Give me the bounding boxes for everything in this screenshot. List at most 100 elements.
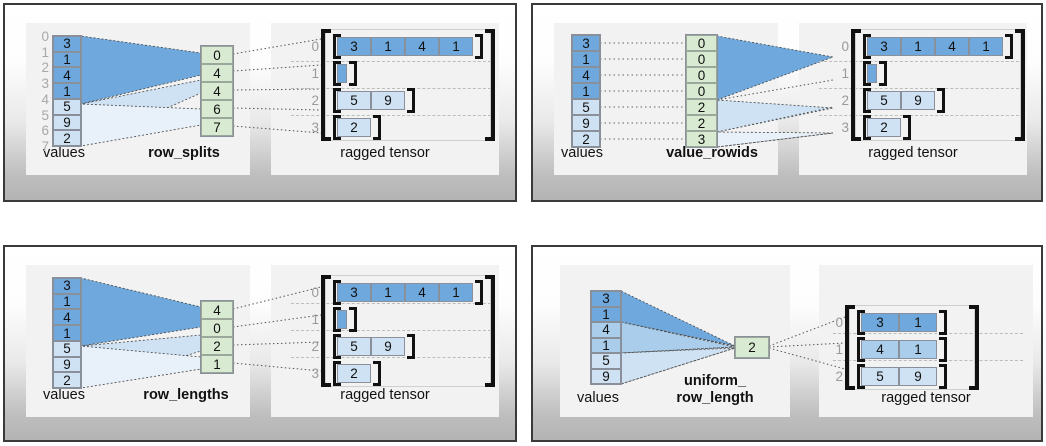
tensor-row-separator — [819, 61, 1019, 62]
partition-cell: 0 — [201, 46, 233, 64]
values-index-label: 0 — [41, 29, 49, 44]
tensor-row-index-label: 1 — [841, 66, 849, 81]
values-label: values — [577, 390, 619, 406]
tensor-cell: 4 — [861, 340, 899, 359]
row-close-bracket — [903, 115, 911, 140]
partition-cell: 2 — [686, 99, 717, 115]
tensor-row-separator — [291, 357, 491, 358]
tensor-cell: 2 — [337, 364, 371, 383]
tensor-close-bracket — [969, 305, 979, 390]
row-close-bracket — [475, 34, 483, 59]
values-index-label: 7 — [41, 139, 49, 154]
value-cell: 5 — [572, 99, 600, 115]
tensor-row-separator — [833, 360, 1023, 361]
partition-cell: 4 — [201, 64, 233, 82]
value-cell: 3 — [53, 36, 81, 52]
tensor-row-index-label: 1 — [311, 66, 319, 81]
value-cell: 4 — [572, 67, 600, 83]
tensor-cell: 4 — [405, 37, 439, 56]
value-cell: 2 — [53, 130, 81, 146]
row-close-bracket — [407, 88, 415, 113]
row-open-bracket — [857, 364, 865, 389]
panel-value-rowids: values value_rowids ragged tensor — [531, 3, 1043, 202]
value-cell: 5 — [591, 353, 621, 369]
partition-column-frame — [200, 300, 234, 374]
partition-label: row_splits — [148, 145, 220, 161]
partition-cell: 0 — [686, 35, 717, 51]
value-cell: 1 — [53, 83, 81, 99]
tensor-cell: 3 — [861, 313, 899, 332]
values-index-label: 3 — [41, 76, 49, 92]
tensor-row-separator — [291, 115, 491, 116]
partition-cell: 1 — [201, 355, 233, 373]
ragged-tensor-label: ragged tensor — [868, 145, 958, 161]
tensor-cell: 1 — [439, 37, 473, 56]
tensor-frame — [855, 29, 1021, 141]
row-close-bracket — [939, 364, 947, 389]
value-cell: 3 — [572, 35, 600, 51]
row-close-bracket — [939, 310, 947, 335]
value-cell: 2 — [572, 131, 600, 147]
tensor-row-separator — [833, 333, 1023, 334]
row-close-bracket — [349, 307, 357, 332]
tensor-cell: 4 — [935, 37, 969, 56]
row-open-bracket — [333, 307, 341, 332]
tensor-close-bracket — [485, 29, 495, 141]
tensor-cell: 3 — [337, 37, 371, 56]
tensor-row-separator — [291, 303, 491, 304]
row-open-bracket — [333, 34, 341, 59]
tensor-row-index-label: 0 — [311, 285, 319, 300]
connector-overlay — [620, 290, 846, 385]
partition-column-frame — [685, 34, 718, 148]
tensor-cell: 2 — [337, 118, 371, 137]
tensor-close-bracket — [485, 275, 495, 387]
value-cell: 2 — [53, 372, 81, 388]
value-cell: 5 — [53, 98, 81, 115]
tensor-row-separator — [291, 330, 491, 331]
value-cell: 1 — [53, 325, 81, 341]
tensor-empty-cell — [337, 310, 347, 329]
tensor-empty-cell — [867, 64, 877, 83]
partition-cell: 0 — [201, 319, 233, 337]
values-column-frame — [52, 35, 82, 147]
partition-cell: 0 — [686, 83, 717, 99]
tensor-close-bracket — [1015, 29, 1025, 141]
tensor-row-separator — [819, 88, 1019, 89]
value-cell: 9 — [53, 356, 81, 373]
values-index-label: 4 — [41, 91, 49, 107]
tensor-cell: 1 — [371, 37, 405, 56]
row-open-bracket — [857, 337, 865, 362]
tensor-cell: 5 — [337, 91, 371, 110]
partition-label-line2: row_length — [676, 390, 754, 406]
partition-label-line1: uniform_ — [683, 373, 747, 389]
tensor-row-index-label: 3 — [311, 120, 319, 135]
tensor-cell: 1 — [439, 283, 473, 302]
tensor-cell: 3 — [867, 37, 901, 56]
tensor-cell: 9 — [901, 91, 935, 110]
value-cell: 1 — [53, 293, 81, 310]
value-cell: 4 — [591, 322, 621, 338]
row-close-bracket — [475, 280, 483, 305]
tensor-cell: 5 — [861, 367, 899, 386]
row-open-bracket — [333, 280, 341, 305]
tensor-open-bracket — [851, 29, 861, 141]
tensor-open-bracket — [321, 275, 331, 387]
row-close-bracket — [937, 88, 945, 113]
tensor-row-index-label: 2 — [311, 93, 319, 108]
tensor-open-bracket — [845, 305, 855, 390]
tensor-frame — [325, 275, 491, 387]
tensor-cell: 9 — [371, 91, 405, 110]
connector-overlay — [80, 277, 322, 389]
row-open-bracket — [863, 34, 871, 59]
tensor-frame — [849, 305, 975, 390]
value-cell: 1 — [572, 51, 600, 67]
row-open-bracket — [863, 61, 871, 86]
row-close-bracket — [939, 337, 947, 362]
tensor-cell: 1 — [371, 283, 405, 302]
ragged-tensor-label: ragged tensor — [340, 387, 430, 403]
values-label: values — [561, 145, 603, 161]
tensor-row-separator — [819, 115, 1019, 116]
values-index-label: 2 — [41, 60, 49, 76]
